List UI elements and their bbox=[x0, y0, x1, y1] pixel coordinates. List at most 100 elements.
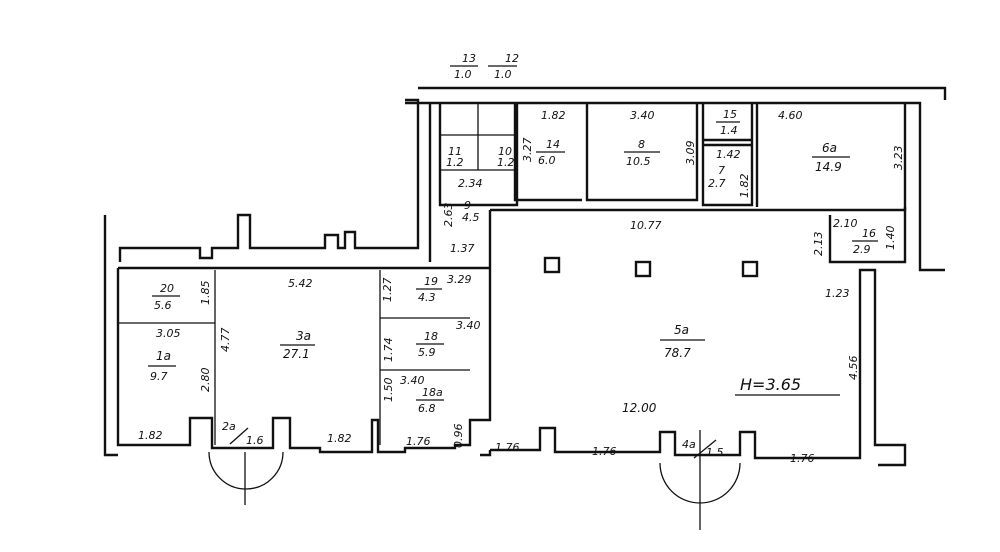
room-label-text: 10 bbox=[498, 145, 512, 158]
dimension-label: 1.27 bbox=[381, 278, 394, 303]
dimension-label: 10.77 bbox=[630, 219, 662, 232]
ceiling-height: H=3.65 bbox=[740, 375, 801, 394]
room-1a: 1a9.7 bbox=[148, 349, 176, 383]
room-7: 72.7 bbox=[708, 164, 726, 190]
room-label-text: 6.0 bbox=[538, 154, 556, 167]
room-label-text: 4.3 bbox=[418, 291, 436, 304]
plan-line bbox=[480, 268, 907, 467]
plan-line bbox=[741, 260, 759, 278]
room-label-text: 1.5 bbox=[706, 446, 724, 459]
plan-line bbox=[229, 427, 249, 445]
room-label-text: 2.7 bbox=[708, 177, 726, 190]
room-2a: 2a 1.6 bbox=[222, 420, 264, 447]
dimension-label: 1.82 bbox=[541, 109, 566, 122]
room-8: 810.5 bbox=[624, 138, 660, 168]
room-label-text: 4.5 bbox=[462, 211, 480, 224]
dimension-label: 1.82 bbox=[327, 432, 352, 445]
room-label-text: 14 bbox=[546, 138, 560, 151]
room-label-text: 6.8 bbox=[418, 402, 436, 415]
dimension-label: 3.40 bbox=[400, 374, 425, 387]
dimension-label: 3.40 bbox=[630, 109, 655, 122]
dimension-label: 1.82 bbox=[738, 174, 751, 199]
room-18: 185.9 bbox=[416, 330, 444, 359]
room-12: 121.0 bbox=[488, 52, 519, 81]
room-labels: 131.0 121.0 111.2 101.2 94.5 146.0 810.5… bbox=[148, 52, 878, 459]
room-5a: 5a 78.7 bbox=[660, 323, 705, 360]
dimension-label: 1.76 bbox=[406, 435, 431, 448]
dimension-label: 3.29 bbox=[447, 273, 472, 286]
room-label-text: 18a bbox=[422, 386, 443, 399]
plan-line bbox=[438, 103, 907, 264]
dimension-label: 1.50 bbox=[382, 378, 395, 403]
dimension-label: 2.63 bbox=[442, 203, 455, 228]
room-label-text: 1.0 bbox=[454, 68, 472, 81]
room-label-text: 15 bbox=[723, 108, 737, 121]
dimension-label: 1.76 bbox=[790, 452, 815, 465]
room-label-text: 19 bbox=[424, 275, 438, 288]
dimension-labels: 1.82 3.40 4.60 3.27 3.09 1.42 1.82 3.23 … bbox=[138, 109, 905, 465]
plan-line bbox=[693, 439, 717, 459]
room-label-text: 2.9 bbox=[853, 243, 871, 256]
dimension-label: 12.00 bbox=[622, 401, 657, 415]
room-label-text: 1.0 bbox=[494, 68, 512, 81]
dimension-label: 2.80 bbox=[199, 368, 212, 393]
room-16: 162.9 bbox=[852, 227, 878, 256]
room-label-text: 27.1 bbox=[283, 347, 310, 361]
dimension-label: 3.40 bbox=[456, 319, 481, 332]
room-label-text: 7 bbox=[718, 164, 725, 177]
room-label-text: 1.6 bbox=[246, 434, 264, 447]
room-label-text: 16 bbox=[862, 227, 876, 240]
room-label-text: 20 bbox=[160, 282, 174, 295]
dimension-label: 4.60 bbox=[778, 109, 803, 122]
room-label-text: 78.7 bbox=[664, 346, 691, 360]
dimension-label: 4.77 bbox=[219, 328, 232, 353]
room-label-text: 14.9 bbox=[815, 160, 842, 174]
plan-line bbox=[118, 98, 490, 270]
dimension-label: 1.37 bbox=[450, 242, 475, 255]
dimension-label: 0.96 bbox=[452, 424, 465, 449]
dimension-label: 5.42 bbox=[288, 277, 313, 290]
room-label-text: 2a bbox=[222, 420, 236, 433]
room-label-text: 1.2 bbox=[497, 156, 515, 169]
dimension-label: 3.05 bbox=[156, 327, 181, 340]
plan-line bbox=[543, 256, 561, 274]
room-label-text: 18 bbox=[424, 330, 438, 343]
room-label-text: 9 bbox=[464, 199, 471, 212]
room-3a: 3a 27.1 bbox=[280, 329, 315, 361]
room-label-text: 3a bbox=[296, 329, 311, 343]
dimension-label: 2.13 bbox=[812, 232, 825, 257]
room-11: 111.2 bbox=[446, 145, 464, 169]
room-label-text: 4a bbox=[682, 438, 696, 451]
dimension-label: 1.76 bbox=[592, 445, 617, 458]
room-10: 101.2 bbox=[497, 145, 515, 169]
dimension-label: 1.82 bbox=[138, 429, 163, 442]
room-4a: 4a 1.5 bbox=[682, 438, 724, 459]
plan-line bbox=[634, 260, 652, 278]
room-20: 205.6 bbox=[152, 282, 180, 312]
room-label-text: 5a bbox=[674, 323, 689, 337]
plan-line bbox=[103, 210, 492, 457]
dimension-label: 3.23 bbox=[892, 146, 905, 171]
room-15: 151.4 bbox=[716, 108, 740, 137]
room-label-text: 13 bbox=[462, 52, 476, 65]
room-label-text: 5.6 bbox=[154, 299, 172, 312]
room-label-text: 1.4 bbox=[720, 124, 738, 137]
dimension-label: 1.40 bbox=[884, 226, 897, 251]
room-label-text: 5.9 bbox=[418, 346, 436, 359]
room-label-text: 6a bbox=[822, 141, 837, 155]
dimension-label: 3.27 bbox=[521, 138, 534, 163]
dimension-label: 1.76 bbox=[495, 441, 520, 454]
room-14: 146.0 bbox=[536, 138, 565, 167]
plan-line bbox=[118, 103, 515, 445]
dimension-label: 1.42 bbox=[716, 148, 741, 161]
room-label-text: 1a bbox=[156, 349, 171, 363]
room-label-text: 11 bbox=[448, 145, 462, 158]
dimension-label: 1.85 bbox=[199, 281, 212, 306]
dimension-label: 1.23 bbox=[825, 287, 850, 300]
room-19: 194.3 bbox=[416, 275, 442, 304]
room-label-text: 1.2 bbox=[446, 156, 464, 169]
room-9: 94.5 bbox=[462, 199, 480, 224]
plan-line bbox=[208, 430, 741, 530]
